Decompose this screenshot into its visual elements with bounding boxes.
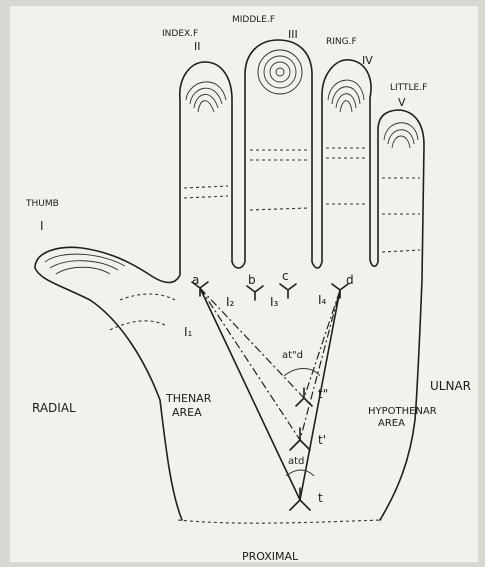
triradius-t-prime-label: t' (318, 433, 326, 447)
hypothenar-label-line2: AREA (378, 418, 405, 429)
interdigital-i3-label: I₃ (270, 295, 279, 309)
thumb-numeral: I (40, 219, 44, 233)
index-numeral: II (194, 40, 201, 53)
ring-label: RING.F (326, 37, 357, 47)
little-numeral: V (398, 96, 406, 109)
triradius-c-label: c (282, 269, 289, 283)
triradius-t-double-prime-label: t" (318, 387, 328, 401)
triradius-t-label: t (318, 491, 323, 505)
radial-label: RADIAL (32, 401, 76, 415)
thenar-label-line1: THENAR (165, 392, 212, 405)
atd-lower-label: atd (288, 456, 304, 467)
interdigital-i1-label: I₁ (184, 325, 193, 339)
atd-upper-label: at"d (282, 350, 303, 361)
ulnar-label: ULNAR (430, 379, 471, 393)
interdigital-i4-label: I₄ (318, 293, 327, 307)
middle-numeral: III (288, 28, 298, 41)
triradius-b-label: b (248, 273, 256, 287)
thumb-label: THUMB (25, 199, 59, 209)
ring-numeral: IV (362, 54, 373, 67)
little-label: LITTLE.F (390, 83, 427, 93)
interdigital-i2-label: I₂ (226, 295, 235, 309)
index-label: INDEX.F (162, 29, 198, 39)
triradius-a-label: a (192, 273, 199, 287)
hypothenar-label-line1: HYPOTHENAR (368, 406, 437, 417)
proximal-label: PROXIMAL (242, 550, 299, 563)
thenar-label-line2: AREA (172, 406, 202, 419)
middle-label: MIDDLE.F (232, 15, 275, 25)
triradius-d-label: d (346, 273, 354, 287)
